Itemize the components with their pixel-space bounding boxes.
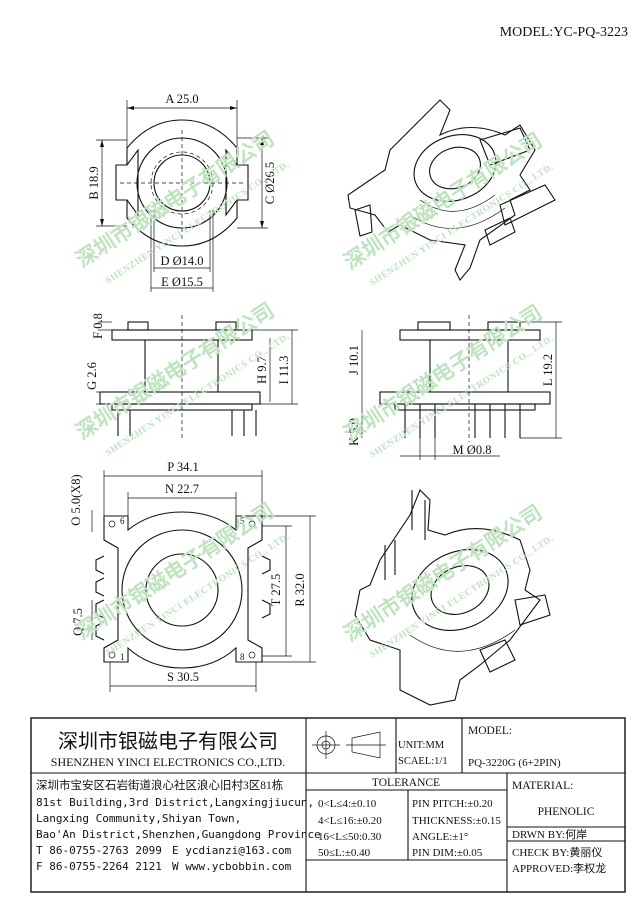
svg-text:PIN DIM:±0.05: PIN DIM:±0.05	[412, 847, 483, 859]
model-label: MODEL:	[468, 725, 512, 737]
watermark: 深圳市银磁电子有限公司 SHENZHEN YINCI ELECTRONICS C…	[72, 126, 556, 660]
svg-text:PIN PITCH:±0.20: PIN PITCH:±0.20	[412, 798, 493, 810]
tel: T 86-0755-2763 2099	[36, 844, 162, 857]
company-name-cn: 深圳市银磁电子有限公司	[58, 729, 278, 753]
web: W www.ycbobbin.com	[172, 860, 292, 873]
dim-t: T 27.5	[269, 574, 283, 606]
svg-text:深圳市银磁电子有限公司: 深圳市银磁电子有限公司	[340, 128, 547, 274]
address-en-2: Langxing Community,Shiyan Town,	[36, 812, 241, 825]
pin-1: 1	[120, 652, 125, 662]
dim-o: O 5.0(X8)	[69, 474, 83, 525]
address-en-1: 81st Building,3rd District,Langxingjiucu…	[36, 796, 314, 809]
dim-g: G 2.6	[85, 362, 99, 390]
pin-8: 8	[240, 652, 245, 662]
model-value: PQ-3220G (6+2PIN)	[468, 757, 561, 769]
svg-text:16<L≤50:0.30: 16<L≤50:0.30	[318, 831, 382, 843]
dim-c: C Ø26.5	[263, 162, 277, 204]
dim-r: R 32.0	[293, 573, 307, 606]
tolerance-title: TOLERANCE	[372, 777, 440, 789]
scale: SCAEL:1/1	[398, 756, 448, 767]
drawn-by: DRWN BY:何岸	[512, 828, 587, 841]
svg-text:ANGLE:±1°: ANGLE:±1°	[412, 831, 468, 843]
dim-a: A 25.0	[165, 92, 198, 106]
bottom-view: P 34.1 N 22.7 6 5 1 8 O 5.0(X8) Q 7.5	[69, 460, 316, 692]
side-view: J 10.1 K 5.0 L 19.2 M Ø0.8	[347, 315, 562, 460]
pin-5: 5	[240, 516, 245, 526]
address-cn: 深圳市宝安区石岩街道浪心社区浪心旧村3区81栋	[36, 778, 284, 792]
pin-6: 6	[120, 516, 125, 526]
iso-view-top	[347, 99, 556, 281]
dim-p: P 34.1	[167, 460, 199, 474]
dim-s: S 30.5	[167, 670, 199, 684]
front-view: F 0.8 G 2.6 H 9.7 I 11.3	[85, 313, 298, 440]
dim-d: D Ø14.0	[160, 254, 203, 268]
address-en-3: Bao'An District,Shenzhen,Guangdong Provi…	[36, 828, 321, 841]
svg-text:深圳市银磁电子有限公司: 深圳市银磁电子有限公司	[340, 500, 547, 646]
check-by: CHECK BY:黄丽仪	[512, 845, 602, 859]
title-block: 深圳市银磁电子有限公司 SHENZHEN YINCI ELECTRONICS C…	[30, 717, 626, 893]
dim-q: Q 7.5	[71, 608, 85, 636]
material-label: MATERIAL:	[512, 780, 573, 792]
dim-f: F 0.8	[91, 313, 105, 339]
projection-symbol-icon	[312, 731, 386, 759]
svg-text:0<L≤4:±0.10: 0<L≤4:±0.10	[318, 798, 377, 810]
company-name-en: SHENZHEN YINCI ELECTRONICS CO.,LTD.	[51, 755, 285, 769]
dim-l: L 19.2	[541, 354, 555, 386]
dim-h: H 9.7	[255, 356, 269, 384]
iso-view-bottom	[354, 489, 551, 706]
unit: UNIT:MM	[398, 740, 445, 751]
dim-m: M Ø0.8	[453, 443, 492, 457]
svg-text:深圳市银磁电子有限公司: 深圳市银磁电子有限公司	[72, 126, 279, 272]
fax: F 86-0755-2264 2121	[36, 860, 162, 873]
dim-i: I 11.3	[277, 356, 291, 385]
svg-text:4<L≤16:±0.20: 4<L≤16:±0.20	[318, 815, 382, 827]
svg-text:深圳市银磁电子有限公司: 深圳市银磁电子有限公司	[72, 498, 279, 644]
approved-by: APPROVED:李权龙	[512, 861, 606, 875]
model-header: MODEL:YC-PQ-3223	[500, 25, 628, 40]
dim-n: N 22.7	[165, 482, 199, 496]
svg-text:50≤L:±0.40: 50≤L:±0.40	[318, 847, 371, 859]
dim-j: J 10.1	[347, 345, 361, 375]
dim-k: K 5.0	[347, 418, 361, 446]
material-value: PHENOLIC	[538, 806, 595, 818]
dim-b: B 18.9	[87, 166, 101, 199]
email: E ycdianzi@163.com	[172, 844, 292, 857]
svg-text:THICKNESS:±0.15: THICKNESS:±0.15	[412, 815, 501, 827]
top-view: A 25.0 B 18.9 C Ø26.5 D Ø14.0 E Ø15.5	[87, 92, 277, 292]
dim-e: E Ø15.5	[161, 275, 203, 289]
